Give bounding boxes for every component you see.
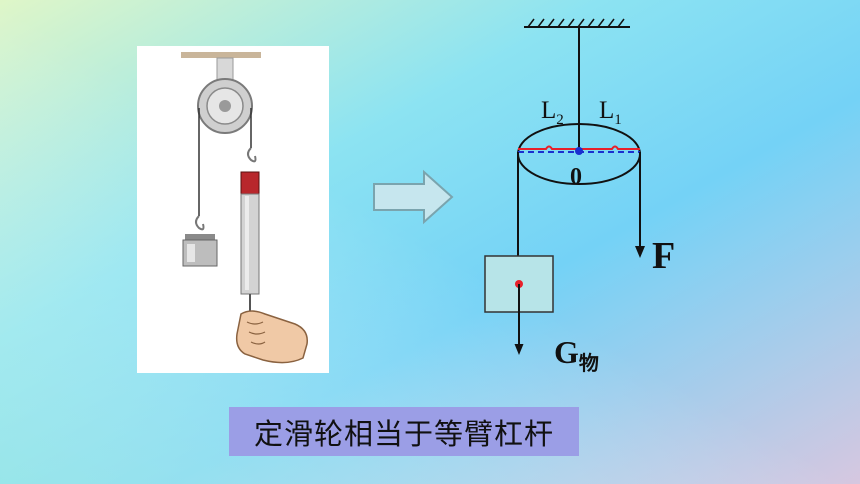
gravity-arrowhead [514, 344, 524, 355]
pulley-photo-illustration [181, 52, 308, 364]
label-l1-subscript: 1 [614, 112, 622, 128]
pivot-label: 0 [570, 164, 582, 190]
label-l2: L2 [541, 97, 564, 128]
caption-text: 定滑轮相当于等臂杠杆 [253, 416, 554, 451]
right-arrow-icon [373, 169, 454, 225]
force-arrowhead [635, 246, 645, 258]
pivot-dot [575, 147, 583, 155]
weight-label: G物 [554, 334, 599, 375]
pulley-photo [137, 46, 329, 373]
ceiling [524, 18, 630, 28]
caption-box: 定滑轮相当于等臂杠杆 [229, 407, 579, 456]
label-l2-subscript: 2 [556, 112, 564, 128]
ceiling-bar [181, 52, 261, 58]
weight-label-subscript: 物 [579, 351, 599, 375]
force-label: F [652, 235, 675, 277]
label-l1: L1 [599, 97, 622, 128]
